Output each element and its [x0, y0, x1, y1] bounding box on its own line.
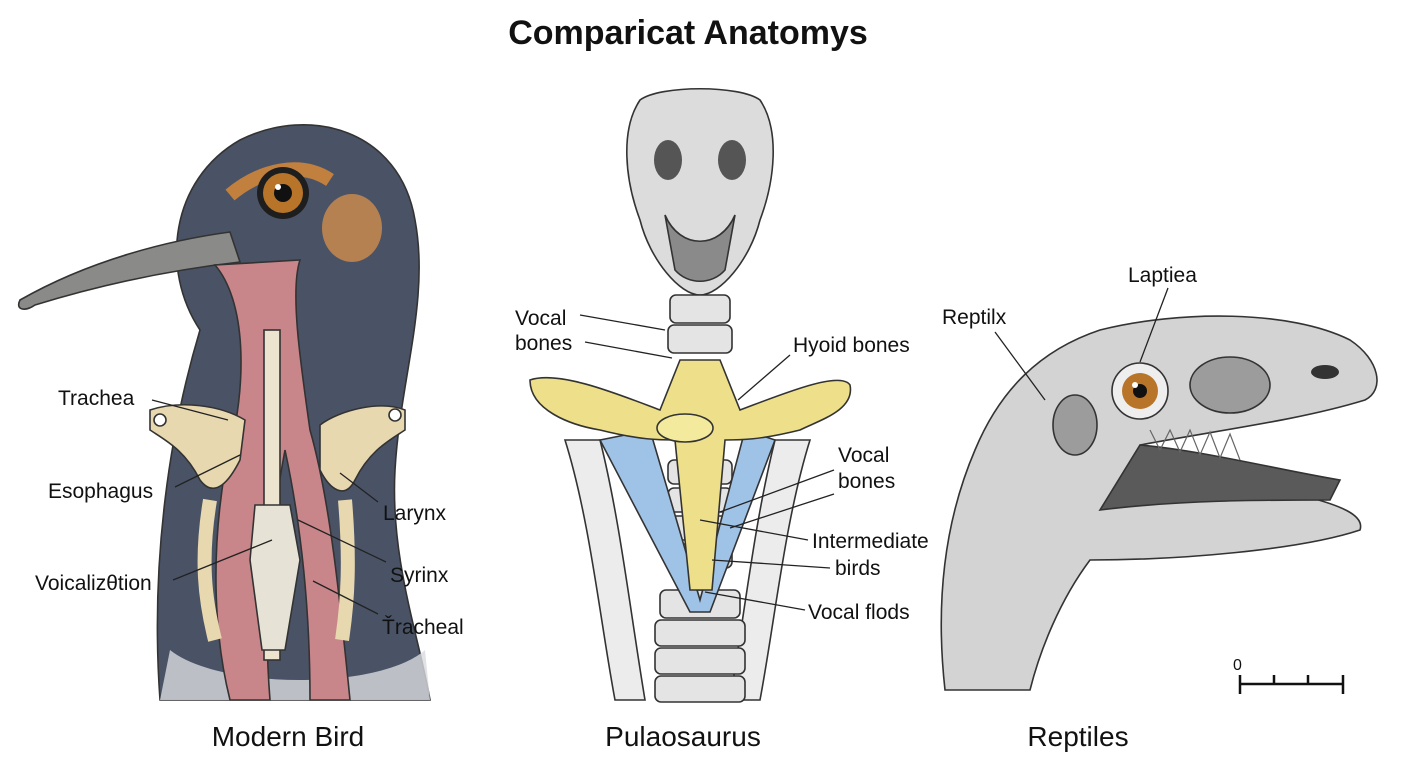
caption-pulaosaurus: Pulaosaurus: [605, 721, 761, 752]
label-vocal-bones-1-line2: bones: [515, 332, 572, 355]
bird-illustration: [17, 124, 431, 701]
label-syrinx: Syrinx: [390, 564, 449, 587]
label-intermediate-line2: birds: [835, 557, 881, 580]
label-trachea: Trachea: [58, 387, 135, 410]
label-vocal-flods: Vocal flods: [808, 601, 910, 624]
scale-bar-zero-label: 0: [1233, 657, 1242, 674]
label-esophagus: Esophagus: [48, 480, 153, 503]
diagram-title: Comparicat Anatomys: [508, 14, 868, 52]
label-hyoid-bones: Hyoid bones: [793, 334, 910, 357]
scale-bar: 0: [1233, 657, 1345, 694]
label-tracheal: Ťracheal: [382, 616, 464, 639]
label-intermediate-line1: Intermediate: [812, 530, 929, 553]
label-reptilx: Reptilx: [942, 306, 1007, 329]
pulaosaurus-labels: Vocal bones Hyoid bones Vocal bones Inte…: [515, 307, 929, 624]
reptile-labels: Laptiea Reptilx: [942, 264, 1197, 401]
label-vocal-bones-2-line1: Vocal: [838, 444, 889, 467]
label-laptiea: Laptiea: [1128, 264, 1197, 287]
bird-labels: Trachea Esophagus Voicalizθtion Larynx S…: [35, 387, 464, 639]
label-larynx: Larynx: [383, 502, 447, 525]
caption-modern-bird: Modern Bird: [212, 721, 365, 752]
reptile-illustration: [940, 315, 1378, 691]
label-voicalization: Voicalizθtion: [35, 572, 152, 595]
label-vocal-bones-1-line1: Vocal: [515, 307, 566, 330]
pulaosaurus-illustration: [529, 87, 852, 703]
label-vocal-bones-2-line2: bones: [838, 470, 895, 493]
caption-reptiles: Reptiles: [1027, 721, 1128, 752]
